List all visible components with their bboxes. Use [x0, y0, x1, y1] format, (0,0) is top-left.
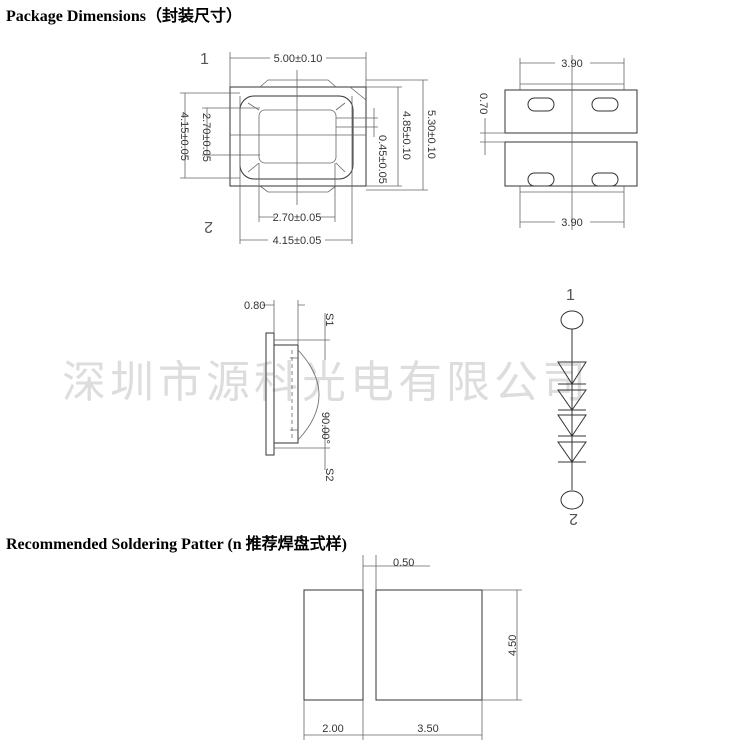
pin2-label: 2 — [204, 218, 213, 235]
right-outer-dimension: 5.30±0.10 — [425, 110, 437, 159]
s2-label: S2 — [323, 468, 335, 481]
height-dimension: 4.50 — [507, 635, 519, 656]
angle-label: 90.00° — [319, 412, 331, 444]
pad2-width-dimension: 3.50 — [417, 723, 438, 735]
s1-label: S1 — [323, 313, 335, 326]
bottom-width-dimension: 3.90 — [561, 217, 582, 229]
side-view-drawing: 0.80 S1 S2 90.00° — [244, 300, 335, 481]
bottom-inner-dimension: 2.70±0.05 — [273, 212, 322, 224]
soldering-pattern-heading: Recommended Soldering Patter (n 推荐焊盘式样) — [6, 536, 348, 553]
gap-dimension: 0.50 — [393, 557, 414, 569]
pin1-label: 1 — [200, 51, 209, 68]
left-inner-dimension: 2.70±0.05 — [200, 113, 212, 162]
top-view-drawing: 5.00±0.10 1 2 4.15±0.05 2.70±0.05 0.45±0… — [178, 51, 437, 247]
right-small-dimension: 0.45±0.05 — [376, 135, 388, 184]
pad1-width-dimension: 2.00 — [322, 723, 343, 735]
top-width-dimension: 3.90 — [561, 58, 582, 70]
schematic-pin2: 2 — [569, 510, 578, 527]
bottom-view-drawing: 3.90 3.90 0.70 — [477, 55, 638, 230]
width-dimension: 5.00±0.10 — [274, 53, 323, 65]
bottom-outer-dimension: 4.15±0.05 — [273, 235, 322, 247]
diode-schematic: 1 2 — [557, 287, 587, 527]
soldering-pattern-drawing: 0.50 4.50 2.00 3.50 — [303, 555, 522, 740]
gap-dimension: 0.70 — [477, 93, 489, 114]
right-mid-dimension: 4.85±0.10 — [400, 111, 412, 160]
schematic-pin1: 1 — [566, 287, 575, 304]
package-dimensions-heading: Package Dimensions（封装尺寸） — [6, 8, 243, 25]
watermark: 深圳市源科光电有限公司 — [62, 357, 590, 408]
thickness-dimension: 0.80 — [244, 300, 265, 312]
left-outer-dimension: 4.15±0.05 — [178, 112, 190, 161]
